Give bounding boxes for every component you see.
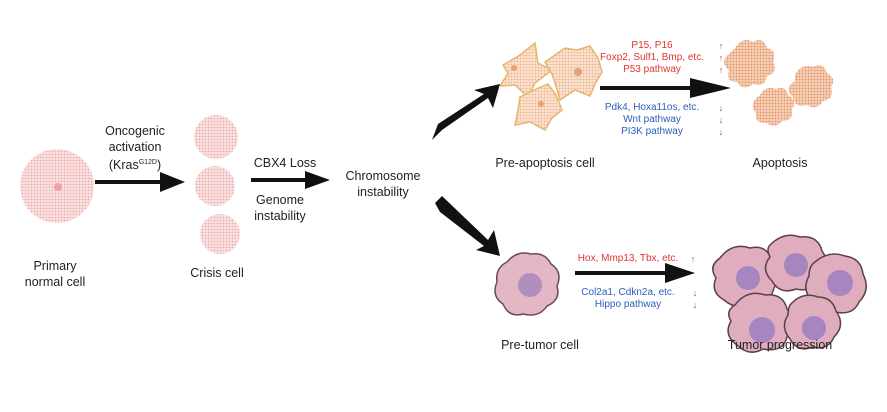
tumor-down-markers: ↓ ↓ — [690, 287, 700, 311]
down-gene: Wnt pathway — [623, 114, 681, 125]
down-arrow-markers: ↓ ↓ ↓ — [716, 102, 726, 138]
pre-tumor-cell — [494, 252, 560, 316]
down-gene: Hippo pathway — [594, 299, 662, 310]
crisis-cells — [194, 115, 240, 254]
cbx4-arrow — [251, 171, 330, 189]
tumor-progression-label: Tumor progression — [727, 338, 833, 352]
up-gene: Foxp2, Sulf1, Bmp, etc. — [600, 52, 704, 63]
pre-apoptosis-cells — [498, 41, 603, 132]
kras-text: (Kras — [108, 158, 139, 173]
primary-label-line2: normal cell — [24, 275, 86, 289]
up-gene: P53 pathway — [623, 64, 681, 75]
up-gene: P15, P16 — [631, 40, 673, 51]
up-arrow-icon: ↑ — [690, 254, 696, 264]
down-arrow-icon: ↓ — [692, 300, 698, 310]
primary-label-line1: Primary — [33, 259, 77, 273]
oncogenic-line1: Oncogenic — [105, 124, 165, 138]
chromosome-line2: instability — [357, 185, 409, 199]
cbx4-loss-label: CBX4 Loss — [253, 156, 317, 170]
branch-arrow-up — [432, 84, 500, 140]
down-arrow-icon: ↓ — [692, 288, 698, 298]
apoptotic-bodies — [724, 40, 834, 126]
down-gene: Pdk4, Hoxa11os, etc. — [604, 102, 700, 113]
tumor-arrow — [575, 263, 695, 283]
kras-label: (KrasG12D) — [85, 155, 185, 173]
down-arrow-icon: ↓ — [718, 115, 724, 125]
primary-cell-label: Primary normal cell — [10, 258, 100, 290]
genome-line1: Genome — [256, 193, 304, 207]
apoptosis-arrow — [600, 78, 731, 98]
apoptosis-label: Apoptosis — [752, 156, 808, 170]
down-gene: Col2a1, Cdkn2a, etc. — [581, 287, 675, 298]
up-arrow-icon: ↑ — [718, 53, 724, 63]
apoptosis-down-genes: Pdk4, Hoxa11os, etc. Wnt pathway PI3K pa… — [592, 102, 712, 138]
chromosome-instability-label: Chromosome instability — [338, 168, 428, 200]
down-arrow-icon: ↓ — [718, 103, 724, 113]
genome-instability-label: Genome instability — [245, 192, 315, 224]
down-arrow-icon: ↓ — [718, 127, 724, 137]
oncogenic-arrow — [95, 172, 185, 192]
tumor-down-genes: Col2a1, Cdkn2a, etc. Hippo pathway — [568, 287, 688, 311]
oncogenic-line2: activation — [108, 140, 162, 154]
kras-mutation: G12D — [138, 159, 157, 166]
kras-close: ) — [157, 158, 162, 173]
tumor-up-markers: ↑ — [688, 253, 698, 265]
pre-apoptosis-label: Pre-apoptosis cell — [495, 156, 595, 170]
crisis-cell-label: Crisis cell — [190, 266, 244, 280]
oncogenic-label: Oncogenic activation (KrasG12D) — [85, 123, 185, 173]
pre-tumor-label: Pre-tumor cell — [501, 338, 579, 352]
up-arrow-icon: ↑ — [718, 65, 724, 75]
apoptosis-up-genes: P15, P16 Foxp2, Sulf1, Bmp, etc. P53 pat… — [592, 40, 712, 76]
chromosome-line1: Chromosome — [345, 169, 421, 183]
up-arrow-markers: ↑ ↑ ↑ — [716, 40, 726, 76]
up-gene: Hox, Mmp13, Tbx, etc. — [577, 253, 679, 264]
branch-arrow-down — [435, 196, 500, 256]
tumor-up-genes: Hox, Mmp13, Tbx, etc. — [568, 253, 688, 265]
up-arrow-icon: ↑ — [718, 41, 724, 51]
primary-normal-cell — [20, 149, 94, 223]
down-gene: PI3K pathway — [621, 126, 683, 137]
genome-line2: instability — [254, 209, 306, 223]
